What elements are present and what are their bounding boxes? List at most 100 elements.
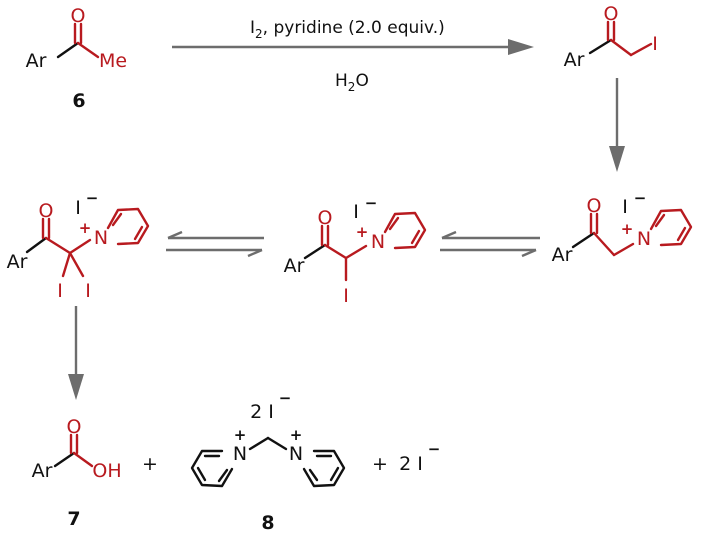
bond bbox=[303, 243, 327, 260]
nitrogen-label: N bbox=[94, 227, 108, 249]
compound-8: N + N + 2 I − 8 bbox=[190, 389, 346, 534]
arrow-hydrolysis bbox=[68, 306, 84, 400]
iodine-label: I bbox=[57, 280, 63, 302]
compound-6: Ar O Me 6 bbox=[26, 5, 127, 112]
ring-double-bond bbox=[111, 212, 123, 227]
bond-methylene bbox=[248, 436, 270, 451]
ring-double-bond bbox=[410, 229, 421, 245]
compound-number: 6 bbox=[72, 90, 85, 112]
bond bbox=[344, 244, 368, 260]
ring-double-bond bbox=[654, 213, 666, 228]
ring-double-bond bbox=[308, 468, 319, 482]
aryl-label: Ar bbox=[32, 460, 53, 482]
ring-double-bond bbox=[676, 226, 687, 242]
bond bbox=[609, 38, 633, 57]
ring-double-bond bbox=[196, 466, 207, 482]
bond bbox=[323, 243, 348, 260]
nitrogen-label: N bbox=[637, 228, 651, 250]
ring-double-bond bbox=[388, 216, 400, 231]
negative-charge: − bbox=[86, 189, 99, 207]
pyridine-ring bbox=[302, 449, 346, 488]
bond bbox=[629, 42, 653, 57]
arrow-head bbox=[68, 374, 84, 400]
iodine-label: I bbox=[85, 280, 91, 302]
arrow-barb bbox=[167, 230, 183, 240]
counterion-label: 2 I bbox=[250, 401, 274, 423]
oxygen-label: O bbox=[587, 195, 602, 217]
bond bbox=[68, 251, 85, 278]
compound-7: Ar O OH 7 bbox=[32, 416, 122, 530]
pyridine-ring bbox=[649, 208, 693, 247]
positive-charge: + bbox=[621, 220, 634, 238]
bond bbox=[53, 451, 76, 468]
arrow-barb bbox=[247, 248, 263, 258]
oxygen-label: O bbox=[67, 416, 82, 438]
arrow-barb bbox=[441, 230, 457, 240]
equilibrium-arrows-left bbox=[166, 230, 264, 258]
arrow-barb bbox=[521, 248, 537, 258]
reagent-label: I2, pyridine (2.0 equiv.) bbox=[250, 18, 445, 41]
positive-charge: + bbox=[79, 219, 92, 237]
mono-iodo-pyridinium: Ar O N + I I − bbox=[284, 194, 427, 307]
ring-double-bond bbox=[217, 468, 229, 483]
negative-charge: − bbox=[634, 189, 647, 207]
bond-methylene bbox=[266, 436, 288, 451]
nitrogen-label: N bbox=[371, 231, 385, 253]
oxygen-label: O bbox=[604, 3, 619, 25]
equilibrium-arrows-right bbox=[440, 230, 540, 258]
bond bbox=[25, 236, 48, 254]
bond bbox=[588, 38, 613, 55]
oxygen-label: O bbox=[39, 200, 54, 222]
pyridine-ring bbox=[106, 207, 150, 246]
bond bbox=[44, 236, 72, 255]
compound-number: 7 bbox=[67, 508, 80, 530]
iodine-label: I bbox=[343, 285, 349, 307]
negative-charge: − bbox=[428, 440, 441, 458]
positive-charge: + bbox=[356, 223, 369, 241]
iodide-label: I bbox=[353, 201, 359, 223]
hydroxyl-label: OH bbox=[92, 460, 121, 482]
bond bbox=[76, 41, 100, 59]
bond bbox=[612, 242, 635, 257]
oxygen-label: O bbox=[71, 5, 86, 27]
negative-charge: − bbox=[279, 389, 292, 407]
nitrogen-label: N bbox=[233, 443, 247, 465]
bond bbox=[56, 41, 80, 59]
aryl-label: Ar bbox=[564, 49, 585, 71]
solvent-label: H2O bbox=[335, 71, 369, 94]
plus-sign: + bbox=[142, 453, 158, 475]
plus-sign: + bbox=[372, 453, 388, 475]
alpha-iodo-ketone: Ar O I bbox=[564, 3, 658, 71]
bond bbox=[61, 251, 72, 278]
byproduct-iodide-label: 2 I bbox=[399, 453, 423, 475]
bond bbox=[592, 231, 616, 257]
iodine-label: I bbox=[652, 33, 658, 55]
diiodo-pyridinium: Ar O N + I I I − bbox=[7, 189, 150, 302]
bond bbox=[571, 231, 596, 249]
aryl-label: Ar bbox=[552, 244, 573, 266]
arrow-head bbox=[609, 146, 625, 172]
arrow-head bbox=[508, 39, 534, 55]
compound-number: 8 bbox=[261, 512, 274, 534]
pyridine-ring bbox=[383, 211, 427, 250]
bond bbox=[68, 238, 92, 255]
arrow-pyridinium-formation bbox=[609, 78, 625, 172]
aryl-label: Ar bbox=[7, 251, 28, 273]
ring-double-bond bbox=[133, 225, 144, 241]
negative-charge: − bbox=[365, 194, 378, 212]
ring-double-bond bbox=[329, 466, 340, 482]
aryl-label: Ar bbox=[284, 255, 305, 277]
positive-charge: + bbox=[290, 426, 303, 444]
iodide-label: I bbox=[622, 196, 628, 218]
oxygen-label: O bbox=[318, 207, 333, 229]
positive-charge: + bbox=[234, 426, 247, 444]
iodide-label: I bbox=[75, 197, 81, 219]
methyl-label: Me bbox=[99, 50, 127, 72]
arrow-iodination: I2, pyridine (2.0 equiv.) H2O bbox=[172, 18, 534, 94]
bond bbox=[72, 451, 94, 468]
pyridine-ring bbox=[190, 449, 234, 488]
aryl-label: Ar bbox=[26, 50, 47, 72]
nitrogen-label: N bbox=[289, 443, 303, 465]
pyridinium-ketone: Ar O N + I − bbox=[552, 189, 693, 266]
